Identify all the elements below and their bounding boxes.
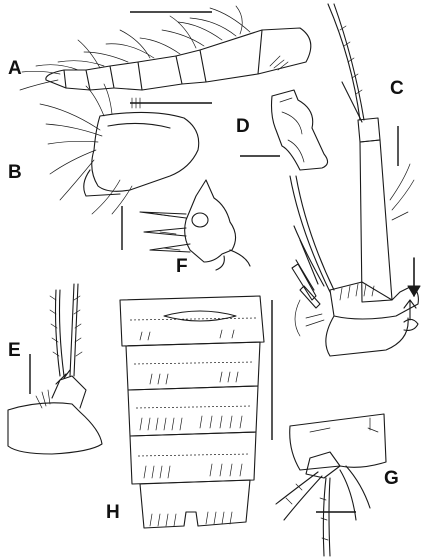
panel-c-label: C xyxy=(390,78,404,99)
panel-h-label: H xyxy=(106,502,120,523)
panel-b-label: B xyxy=(8,162,22,183)
panel-a-label: A xyxy=(8,58,22,79)
panel-e-drawing xyxy=(7,283,103,455)
panel-b-drawing xyxy=(39,83,212,215)
panel-f-drawing xyxy=(121,179,251,271)
panel-e-label: E xyxy=(8,340,21,361)
panel-d-drawing xyxy=(240,89,329,171)
panel-d-label: D xyxy=(236,116,250,137)
panel-f-label: F xyxy=(176,256,188,277)
panel-g-label: G xyxy=(384,468,399,489)
panel-g-drawing xyxy=(275,413,387,557)
panel-a-drawing xyxy=(19,5,312,91)
panel-c-drawing xyxy=(289,3,421,357)
panel-h-drawing xyxy=(119,295,273,529)
